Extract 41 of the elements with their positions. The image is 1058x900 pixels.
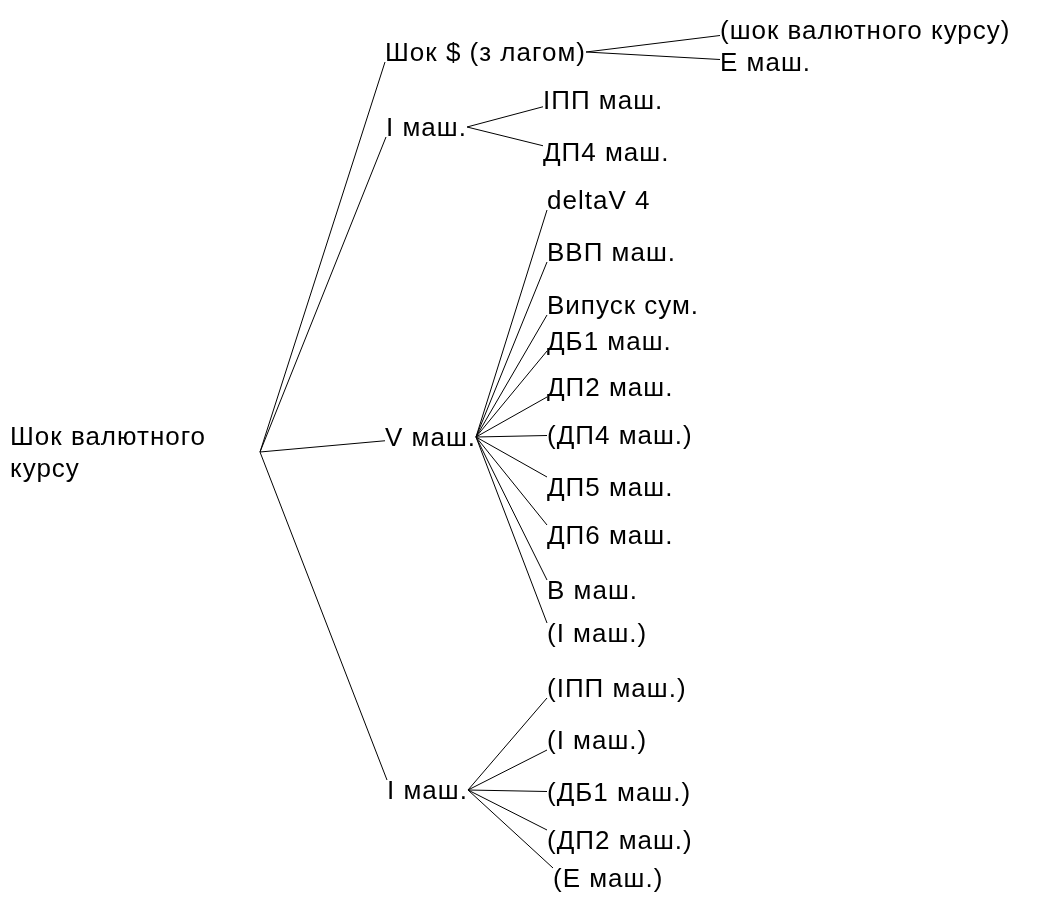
node-label: deltaV 4 — [547, 184, 651, 216]
node-label: ДП4 маш. — [543, 136, 670, 168]
node-label: (ДП2 маш.) — [547, 824, 693, 856]
node-label: ВВП маш. — [547, 236, 676, 268]
node-label: (І маш.) — [547, 617, 648, 649]
node-label: (І маш.) — [547, 724, 648, 756]
node-label: В маш. — [547, 574, 638, 606]
connector-line — [475, 436, 548, 624]
connector-line — [466, 106, 544, 128]
node-label: ДП5 маш. — [547, 471, 674, 503]
node-label: ІПП маш. — [543, 84, 664, 116]
connector-line — [259, 451, 388, 781]
node-label: V маш. — [385, 421, 476, 453]
node-label: (ДП4 маш.) — [547, 419, 693, 451]
connector-line — [467, 749, 548, 791]
connector-line — [467, 697, 548, 791]
node-label: (ІПП маш.) — [547, 672, 687, 704]
connector-line — [467, 789, 554, 869]
connector-line — [585, 51, 721, 60]
node-label: І маш. — [387, 774, 468, 806]
connector-line — [475, 396, 548, 438]
connector-line — [467, 789, 548, 792]
connector-line — [475, 436, 548, 478]
node-label: Е маш. — [720, 46, 811, 78]
connector-line — [466, 126, 544, 147]
node-label: ДП6 маш. — [547, 519, 674, 551]
node-label: Випуск сум. — [547, 289, 700, 321]
node-label: ДП2 маш. — [547, 371, 674, 403]
connector-line — [475, 435, 548, 438]
connector-line — [259, 136, 387, 453]
connector-line — [475, 261, 548, 438]
connector-line — [475, 436, 548, 526]
node-label: І маш. — [386, 111, 467, 143]
node-label: Шок валютного курсу — [10, 420, 208, 484]
node-label: (Е маш.) — [553, 862, 664, 894]
node-label: (шок валютного курсу) — [720, 14, 1011, 46]
node-label: ДБ1 маш. — [547, 325, 672, 357]
node-label: (ДБ1 маш.) — [547, 776, 692, 808]
connector-line — [259, 440, 386, 453]
node-label: Шок $ (з лагом) — [385, 36, 586, 68]
connector-line — [475, 350, 548, 438]
